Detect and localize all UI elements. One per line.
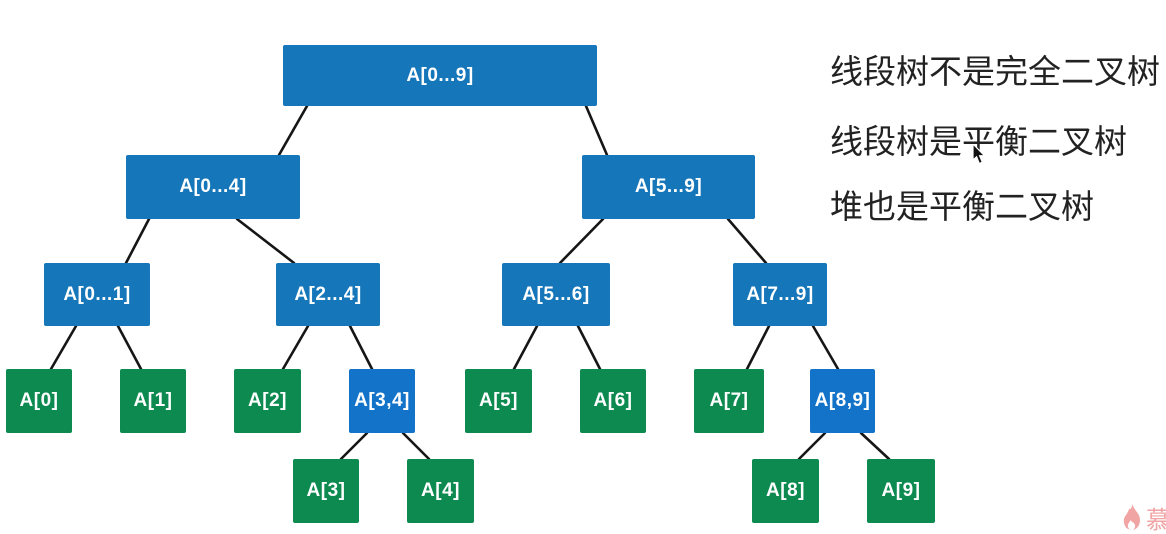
tree-edge-root-n5-9	[584, 104, 609, 157]
flame-icon	[1123, 504, 1140, 530]
tree-node-a6: A[6]	[580, 369, 646, 433]
tree-edge-n5-9-n7-9	[726, 217, 768, 265]
annotation-line-1: 线段树不是完全二叉树	[830, 53, 1160, 90]
tree-node-n8-9: A[8,9]	[810, 369, 875, 433]
tree-edge-n7-9-n8-9	[811, 324, 840, 371]
tree-node-n5-6: A[5...6]	[502, 263, 610, 326]
tree-node-a9: A[9]	[867, 459, 935, 523]
tree-node-a2: A[2]	[234, 369, 301, 433]
tree-edge-n3-4-a4	[401, 431, 431, 461]
tree-edge-n3-4-a3	[339, 431, 369, 461]
tree-edge-n8-9-a8	[797, 431, 827, 461]
tree-node-n0-4: A[0...4]	[126, 155, 300, 219]
tree-node-a8: A[8]	[752, 459, 819, 523]
tree-node-a4: A[4]	[407, 459, 474, 523]
tree-node-n7-9: A[7...9]	[733, 263, 827, 326]
tree-edge-root-n0-4	[277, 104, 309, 157]
tree-edge-n5-9-n5-6	[558, 217, 605, 265]
tree-edge-n5-6-a6	[576, 324, 602, 371]
watermark-logo: 慕	[1120, 504, 1166, 534]
tree-edge-n0-1-a1	[116, 324, 143, 371]
tree-edge-n7-9-a7	[745, 324, 771, 371]
tree-node-a3: A[3]	[293, 459, 359, 523]
tree-node-n0-1: A[0...1]	[44, 263, 150, 326]
tree-node-a1: A[1]	[120, 369, 186, 433]
watermark-char: 慕	[1146, 507, 1166, 534]
tree-edge-n8-9-a9	[859, 431, 891, 461]
tree-edge-n0-4-n2-4	[235, 217, 296, 265]
tree-node-a0: A[0]	[6, 369, 72, 433]
mouse-cursor-icon	[972, 144, 986, 165]
tree-node-n5-9: A[5...9]	[582, 155, 755, 219]
tree-edge-n0-1-a0	[49, 324, 78, 371]
tree-edge-n0-4-n0-1	[124, 217, 151, 265]
tree-node-n2-4: A[2...4]	[276, 263, 380, 326]
annotation-line-3: 堆也是平衡二叉树	[830, 188, 1094, 225]
tree-edge-n5-6-a5	[512, 324, 539, 371]
tree-node-root: A[0...9]	[283, 45, 597, 106]
tree-node-n3-4: A[3,4]	[349, 369, 415, 433]
tree-node-a7: A[7]	[694, 369, 764, 433]
tree-node-a5: A[5]	[465, 369, 532, 433]
tree-edge-n2-4-n3-4	[348, 324, 374, 371]
tree-edge-n2-4-a2	[281, 324, 310, 371]
